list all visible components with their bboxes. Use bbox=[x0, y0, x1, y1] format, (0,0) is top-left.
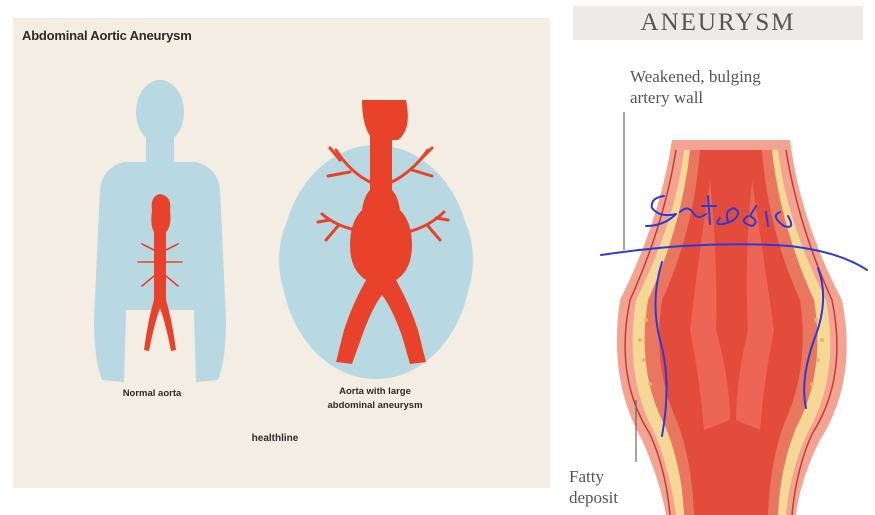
aneurysm-heading: ANEURYSM bbox=[573, 6, 863, 40]
caption-normal-aorta: Normal aorta bbox=[92, 388, 212, 399]
infographic-title: Abdominal Aortic Aneurysm bbox=[22, 28, 192, 43]
label-fatty-line1: Fatty bbox=[569, 466, 639, 487]
brand-logo-text: healthline bbox=[215, 433, 335, 444]
caption-aneurysm-line2: abdominal aneurysm bbox=[300, 399, 450, 413]
caption-aneurysm-line1: Aorta with large bbox=[300, 385, 450, 399]
label-weakened-wall: Weakened, bulging artery wall bbox=[630, 66, 870, 108]
label-fatty-line2: deposit bbox=[569, 487, 639, 508]
label-weakened-line2: artery wall bbox=[630, 87, 870, 108]
caption-aneurysm-aorta: Aorta with large abdominal aneurysm bbox=[300, 385, 450, 413]
label-fatty-deposit: Fatty deposit bbox=[569, 466, 639, 508]
label-weakened-line1: Weakened, bulging bbox=[630, 66, 870, 87]
artery-cross-section bbox=[617, 140, 847, 515]
